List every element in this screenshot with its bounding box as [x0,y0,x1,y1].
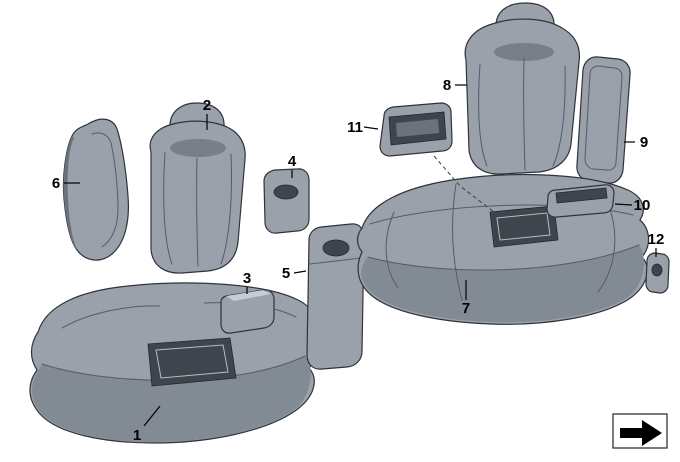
part-7-front-face [361,245,644,323]
part-7-recess-inner-seam [496,212,551,241]
leader-line-1 [143,405,161,427]
callout-6[interactable]: 6 [52,175,60,192]
part-7-split-seam [452,183,463,301]
callout-12[interactable]: 12 [648,231,665,248]
arrow-glyph [620,420,662,446]
part-1-front-face [32,356,311,442]
part-6-side-bolster-trim [62,118,130,261]
part-2-seam-center [196,157,199,267]
part-2-seam-right [220,153,233,265]
part-5-body [306,223,365,370]
direction-arrow-icon [612,413,668,449]
callout-4[interactable]: 4 [288,153,297,170]
part-7-front-seam [367,244,640,271]
assembly-dash-line [433,155,498,245]
part-3-top-face [226,290,271,301]
part-2-top-recess [170,139,226,157]
leader-lines [64,84,657,427]
callout-2[interactable]: 2 [203,97,211,114]
part-12-clip [645,252,670,294]
part-4-opening [273,184,299,200]
part-8-backrest-right [464,2,581,175]
part-1-hump-seam-left [61,305,161,329]
part-8-top-recess [494,43,554,61]
part-7-hump-seam-right [597,203,616,293]
part-6-seam [91,132,119,248]
callout-labels: 1 2 3 4 5 6 7 8 9 10 11 12 [52,77,665,444]
part-5-center-panel [306,223,365,370]
part-8-seam-right [552,65,566,167]
part-11-recess-floor [396,119,439,137]
leader-line-5 [293,270,307,274]
callout-7[interactable]: 7 [462,300,470,317]
part-6-edge-shade [63,136,77,250]
part-5-opening [322,239,350,257]
part-7-center-recess [489,205,559,248]
part-9-inset-seam [584,65,623,171]
part-1-opening-inner-seam [155,344,229,379]
leader-line-10 [614,203,633,206]
leader-line-11 [363,126,379,130]
part-8-seam-left [478,63,488,167]
part-8-seam-center [523,57,526,171]
part-4-body [263,168,310,234]
part-1-center-opening [147,337,237,387]
part-2-body [149,120,246,274]
callout-11[interactable]: 11 [347,119,363,136]
part-12-hole [651,263,663,277]
callout-10[interactable]: 10 [634,197,651,214]
part-4-trim-block [263,168,310,234]
callout-5[interactable]: 5 [282,265,290,282]
part-11-tray-insert [379,102,453,157]
part-7-hump-seam-left [385,211,399,289]
callout-3[interactable]: 3 [243,270,251,287]
callout-1[interactable]: 1 [133,427,141,444]
callout-9[interactable]: 9 [640,134,648,151]
part-10-groove [555,187,608,204]
part-2-backrest-left [149,102,246,274]
part-3-trim-block [220,289,275,334]
part-8-body [464,18,581,175]
part-10-side-trim [546,184,615,218]
part-9-side-panel [576,56,631,184]
callout-8[interactable]: 8 [443,77,451,94]
part-5-seam [309,257,362,265]
part-2-seam-left [163,151,173,265]
